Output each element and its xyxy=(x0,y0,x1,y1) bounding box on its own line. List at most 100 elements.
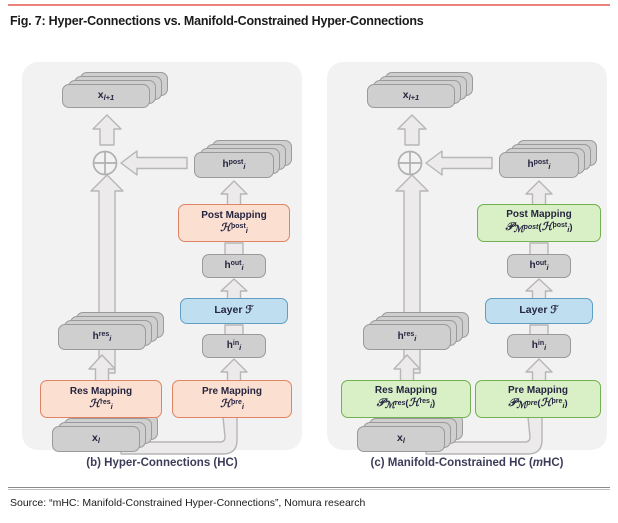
x-cur-sub-c: l xyxy=(402,436,405,445)
elbow-connector-premapping-to-input xyxy=(120,416,238,455)
res-mapping-sup-c: res xyxy=(419,398,430,406)
post-mapping-sub-c: i xyxy=(567,225,570,235)
caption-c-suffix: HC) xyxy=(543,457,564,469)
post-mapping-manifold-c: ℳ xyxy=(513,224,524,236)
node-output-x-next: xl+1 xyxy=(62,84,150,108)
h-in-sup-c: in xyxy=(537,339,545,347)
panel-hyper-connections: xl+1 hposti xyxy=(22,62,302,455)
h-in-sub-c: i xyxy=(544,342,547,352)
h-out-sup-c: out xyxy=(535,259,547,267)
node-h-out: houti xyxy=(202,254,266,278)
arrow-left-to-oplus xyxy=(120,150,188,176)
h-out-sup: out xyxy=(230,259,242,267)
node-post-mapping: Post Mapping ℋposti xyxy=(178,204,290,242)
source-text: Source: “mHC: Manifold-Constrained Hyper… xyxy=(10,497,366,509)
node-h-res: hresi xyxy=(58,324,146,350)
node-h-out-c: houti xyxy=(507,254,571,278)
h-in-sup: in xyxy=(232,339,240,347)
h-in-base-c: h xyxy=(531,339,538,351)
h-res-base: h xyxy=(92,330,99,342)
res-mapping-cal: ℋ xyxy=(89,396,101,410)
page-title: Fig. 7: Hyper-Connections vs. Manifold-C… xyxy=(10,14,424,28)
post-mapping-cal-c: ℋ xyxy=(541,220,553,234)
oplus-operator-c xyxy=(397,150,423,176)
h-post-sup-c: post xyxy=(533,158,549,166)
h-res-sup: res xyxy=(98,330,110,338)
arrow-up-to-output-c xyxy=(397,114,427,146)
pre-mapping-manifold-sup-c: pre xyxy=(526,400,538,408)
res-mapping-manifold-sup-c: res xyxy=(394,400,406,408)
res-mapping-sub-c: i xyxy=(429,401,433,411)
node-h-in-c: hini xyxy=(507,334,571,358)
x-cur-base: x xyxy=(92,431,98,444)
h-post-base: h xyxy=(222,158,229,170)
layer-label: Layer ℱ xyxy=(214,304,254,317)
caption-c-label: (c) xyxy=(370,457,385,469)
pre-mapping-proj-c: 𝒫 xyxy=(508,396,517,410)
h-res-sub: i xyxy=(109,333,112,343)
pre-mapping-title: Pre Mapping xyxy=(201,386,262,397)
oplus-operator xyxy=(92,150,118,176)
node-h-post-c: hposti xyxy=(499,152,579,178)
pre-mapping-sup: pre xyxy=(230,398,242,406)
layer-label-c: Layer ℱ xyxy=(519,304,559,317)
arrow-up-resmapping-to-hres xyxy=(88,354,116,382)
node-h-res-c: hresi xyxy=(363,324,451,350)
pre-mapping-manifold-c: ℳ xyxy=(516,400,527,412)
node-layer: Layer ℱ xyxy=(180,298,288,324)
caption-c-italic: m xyxy=(532,457,544,469)
x-next-sub: l+1 xyxy=(103,93,115,102)
node-post-mapping-c: Post Mapping 𝒫ℳpost(ℋposti) xyxy=(477,204,601,242)
caption-c-main: Manifold-Constrained HC ( xyxy=(387,457,533,469)
panel-manifold-constrained-hc: xl+1 hposti xyxy=(327,62,607,455)
h-out-base-c: h xyxy=(529,259,536,271)
node-input-x-cur: xl xyxy=(52,426,140,452)
x-next-base: x xyxy=(97,88,104,101)
x-cur-base-c: x xyxy=(397,431,403,444)
node-res-mapping-c: Res Mapping 𝒫ℳres(ℋresi) xyxy=(341,380,471,418)
pre-mapping-sup-c: pre xyxy=(551,398,563,406)
h-in-base: h xyxy=(226,339,233,351)
header-rule xyxy=(8,4,610,6)
h-post-sub-c: i xyxy=(548,161,551,171)
pre-mapping-sub-c: i xyxy=(562,401,565,411)
x-next-sub-c: l+1 xyxy=(408,93,420,102)
h-post-sub: i xyxy=(243,161,246,171)
h-out-sub: i xyxy=(241,262,244,272)
arrow-up-layer-to-hout-c xyxy=(525,278,553,300)
node-pre-mapping-c: Pre Mapping 𝒫ℳpre(ℋprei) xyxy=(475,380,601,418)
elbow-connector-premapping-to-input-c xyxy=(425,416,543,455)
node-pre-mapping: Pre Mapping ℋprei xyxy=(172,380,292,418)
node-h-in: hini xyxy=(202,334,266,358)
pre-mapping-title-c: Pre Mapping xyxy=(507,385,568,397)
x-cur-sub: l xyxy=(97,436,100,445)
node-layer-c: Layer ℱ xyxy=(485,298,593,324)
res-mapping-title-c: Res Mapping xyxy=(374,385,438,397)
post-mapping-manifold-sup-c: post xyxy=(523,224,539,232)
source-rule-top xyxy=(8,487,610,488)
node-h-post: hposti xyxy=(194,152,274,178)
h-res-base-c: h xyxy=(397,330,404,342)
h-post-base-c: h xyxy=(527,158,534,170)
source-rule-bottom xyxy=(8,489,610,490)
res-mapping-sup: res xyxy=(100,398,111,406)
h-out-sub-c: i xyxy=(546,262,549,272)
h-post-sup: post xyxy=(228,158,244,166)
pre-mapping-cal-c: ℋ xyxy=(540,396,552,410)
h-res-sup-c: res xyxy=(403,330,415,338)
caption-panel-b: (b) Hyper-Connections (HC) xyxy=(86,457,238,469)
h-res-sub-c: i xyxy=(414,333,417,343)
res-mapping-title: Res Mapping xyxy=(69,386,133,397)
h-in-sub: i xyxy=(239,342,242,352)
arrow-left-to-oplus-c xyxy=(425,150,493,176)
pre-mapping-sub: i xyxy=(241,401,244,411)
arrow-up-to-output xyxy=(92,114,122,146)
arrow-up-resmapping-to-hres-c xyxy=(393,354,421,382)
post-mapping-sub: i xyxy=(245,225,248,235)
post-mapping-title: Post Mapping xyxy=(201,210,267,221)
post-mapping-title-c: Post Mapping xyxy=(506,209,572,221)
node-res-mapping: Res Mapping ℋresi xyxy=(40,380,162,418)
h-out-base: h xyxy=(224,259,231,271)
post-mapping-cal: ℋ xyxy=(220,220,231,234)
